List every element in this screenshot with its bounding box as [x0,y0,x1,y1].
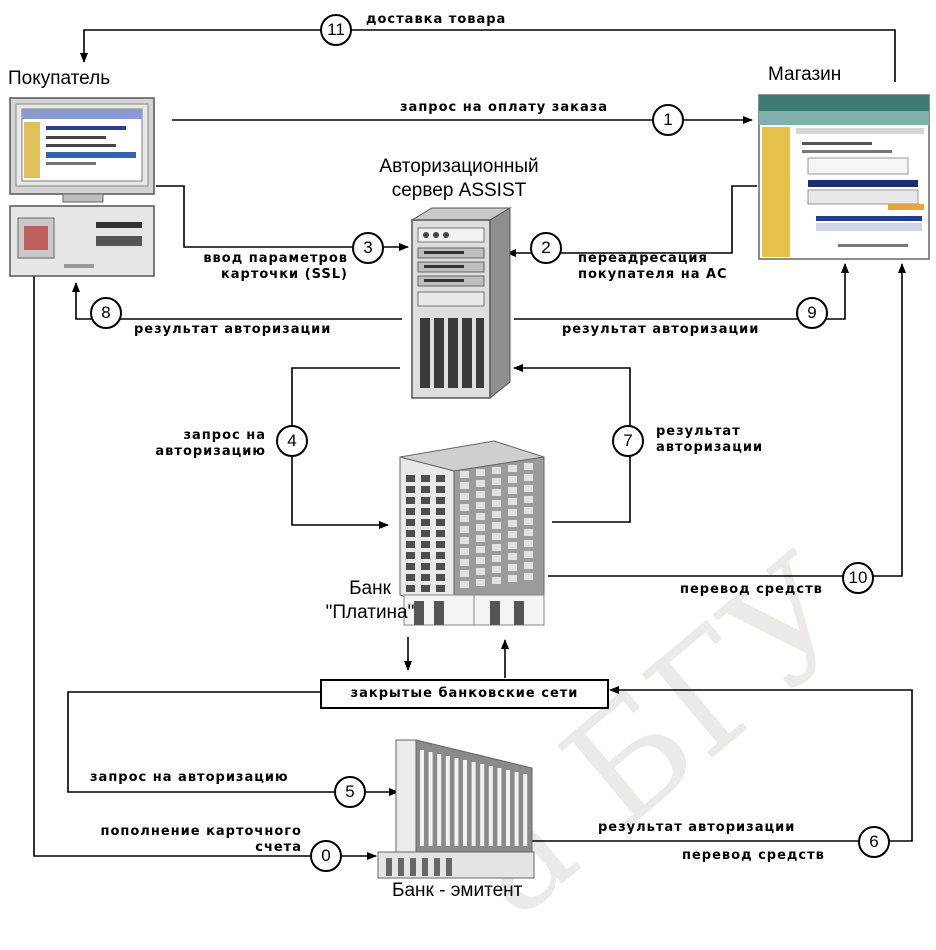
issuer-bank-building-icon [377,739,535,879]
step-4-badge: 4 [276,425,308,457]
step-11-badge: 11 [320,14,352,46]
bank-issuer-title: Банк - эмитент [392,880,523,901]
step-5-badge: 5 [334,776,366,808]
step-4-label-line2: авторизацию [155,444,266,459]
arrow-10 [548,263,906,577]
step-9-label: результат авторизации [562,322,760,337]
buyer-title: Покупатель [8,68,111,89]
step-7-badge: 7 [612,425,644,457]
step-2-label-line2: покупателя на АС [578,267,728,282]
step-6-label-line2: перевод средств [682,848,825,863]
step-10-label: перевод средств [680,582,823,597]
arrow-3 [156,185,409,251]
step-7-label-line1: результат [656,424,741,439]
arrow-0 [33,268,377,860]
step-3-badge: 3 [352,232,384,264]
step-3-label-line2: карточки (SSL) [220,267,348,282]
server-title-line2: сервер ASSIST [391,180,527,201]
step-0-badge: 0 [310,840,342,872]
payment-flow-diagram: а БГУ [8,12,930,950]
arrow-9 [514,263,849,320]
step-1-label: запрос на оплату заказа [400,100,609,115]
arrow-5 [67,691,399,796]
step-4-label-line1: запрос на [183,428,266,443]
buyer-computer-icon [9,97,155,277]
shop-webpage-icon [758,94,930,260]
arrow-4 [291,367,400,529]
step-2-label-line1: переадресация [578,251,708,266]
step-0-label-line2: счета [255,840,302,855]
step-3-label-line1: ввод параметров [203,251,348,266]
bank-platina-title-line2: "Платина" [325,602,415,623]
step-9-badge: 9 [796,297,828,329]
assist-server-icon [410,207,512,400]
arrow-8 [72,282,402,320]
step-11-label: доставка товара [366,12,507,27]
step-10-badge: 10 [842,562,874,594]
step-2-badge: 2 [530,232,562,264]
step-8-badge: 8 [90,297,122,329]
step-0-label-line1: пополнение карточного [100,824,302,839]
step-6-label-line1: результат авторизации [598,820,796,835]
bank-platina-title-line1: Банк [349,578,391,599]
arrow-11 [80,29,896,82]
step-6-badge: 6 [858,826,890,858]
step-8-label: результат авторизации [134,322,332,337]
shop-title: Магазин [768,64,842,85]
connector-lines [33,29,913,860]
bank-platina-building-icon [399,440,545,626]
arrow-2 [506,185,757,257]
step-7-label-line2: авторизации [656,440,764,455]
server-title-line1: Авторизационный [379,156,539,177]
closed-bank-networks-box: закрытые банковские сети [320,679,609,709]
step-5-label: запрос на авторизацию [90,770,289,785]
arrow-6 [532,686,913,842]
step-1-badge: 1 [652,104,684,136]
